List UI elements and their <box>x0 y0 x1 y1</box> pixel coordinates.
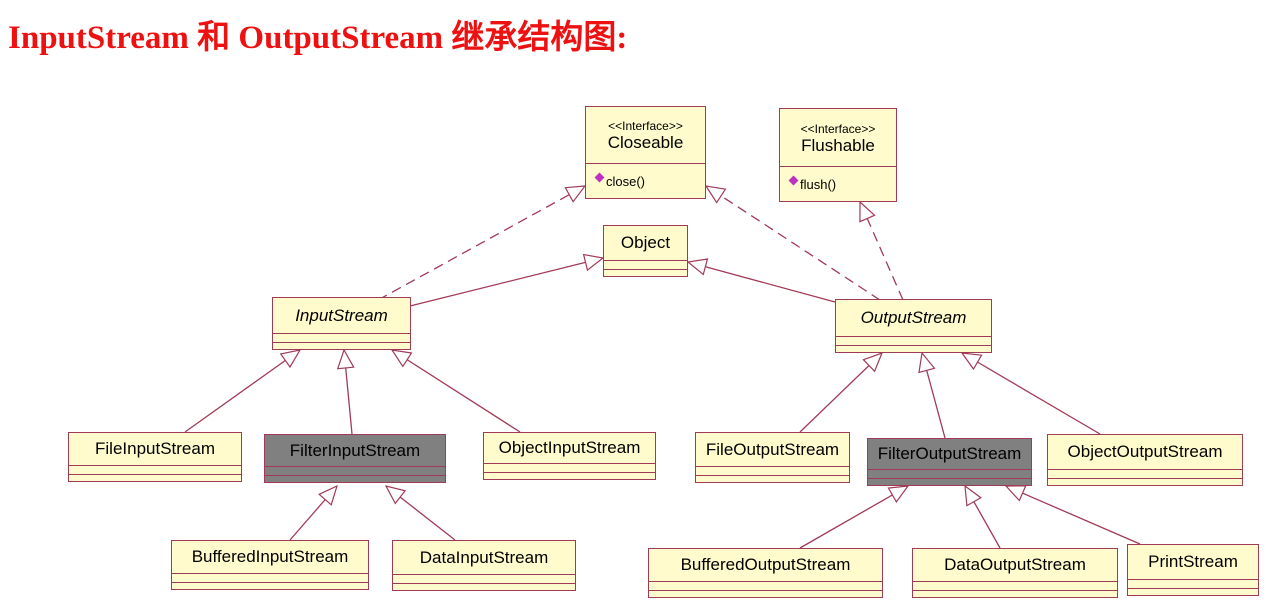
bufferedinputstream-class: BufferedInputStream <box>171 540 369 590</box>
stereotype-label: <<Interface>> <box>608 119 683 133</box>
class-name: FileOutputStream <box>705 439 840 459</box>
edge-dataoutputstream-filteroutputstream <box>965 486 1001 549</box>
method-label: close() <box>606 173 646 189</box>
class-name: ObjectInputStream <box>498 438 641 457</box>
outputstream-class: OutputStream <box>835 299 992 353</box>
fileinputstream-class: FileInputStream <box>68 432 242 482</box>
bufferedoutputstream-class: BufferedOutputStream <box>648 548 883 598</box>
class-name: FilterInputStream <box>289 440 421 460</box>
edge-filteroutputstream-outputstream <box>922 353 946 439</box>
edge-datainputstream-filterinputstream <box>386 486 456 541</box>
class-name: BufferedOutputStream <box>680 555 851 574</box>
edge-objectinputstream-inputstream <box>392 350 521 433</box>
class-name: ObjectOutputStream <box>1067 442 1223 461</box>
stereotype-label: <<Interface>> <box>800 121 876 136</box>
object-class: Object <box>603 225 688 277</box>
edge-filterinputstream-inputstream <box>344 350 352 435</box>
edge-objectoutputstream-outputstream <box>962 353 1101 435</box>
class-name: Object <box>620 233 671 252</box>
class-name: OutputStream <box>860 308 967 327</box>
class-name: BufferedInputStream <box>191 547 349 566</box>
datainputstream-class: DataInputStream <box>392 540 576 591</box>
filteroutputstream-class: FilterOutputStream <box>867 438 1032 486</box>
class-name: FilterOutputStream <box>877 444 1022 463</box>
public-method-icon <box>594 172 605 182</box>
class-name: FileInputStream <box>95 439 215 458</box>
public-method-icon <box>788 175 799 185</box>
edge-inputstream-object <box>409 258 603 307</box>
page-title: InputStream 和 OutputStream 继承结构图: <box>8 20 628 56</box>
edge-printstream-filteroutputstream <box>1006 486 1141 545</box>
class-name: DataOutputStream <box>944 555 1086 574</box>
class-name: DataInputStream <box>419 547 549 567</box>
edge-inputstream-closeable <box>377 186 585 301</box>
class-name: PrintStream <box>1148 552 1238 571</box>
dataoutputstream-class: DataOutputStream <box>912 548 1118 598</box>
flushable-interface: <<Interface>> Flushable flush() <box>779 108 897 202</box>
edge-fileoutputstream-outputstream <box>799 353 882 433</box>
edge-fileinputstream-inputstream <box>184 350 300 433</box>
printstream-class: PrintStream <box>1127 544 1259 596</box>
class-name: InputStream <box>295 305 388 325</box>
closeable-interface: <<Interface>> Closeable close() <box>585 106 706 199</box>
inputstream-class: InputStream <box>272 297 411 350</box>
fileoutputstream-class: FileOutputStream <box>695 432 850 483</box>
objectinputstream-class: ObjectInputStream <box>483 432 656 480</box>
objectoutputstream-class: ObjectOutputStream <box>1047 434 1243 486</box>
filterinputstream-class: FilterInputStream <box>264 434 446 483</box>
edge-outputstream-object <box>688 262 836 303</box>
interface-name: Closeable <box>607 133 684 152</box>
method-label: flush() <box>800 176 837 192</box>
edge-bufferedoutputstream-filteroutputstream <box>799 486 908 549</box>
edge-outputstream-flushable <box>860 202 904 301</box>
edge-outputstream-closeable <box>706 186 881 301</box>
edge-bufferedinputstream-filterinputstream <box>289 486 337 541</box>
interface-name: Flushable <box>801 135 875 155</box>
